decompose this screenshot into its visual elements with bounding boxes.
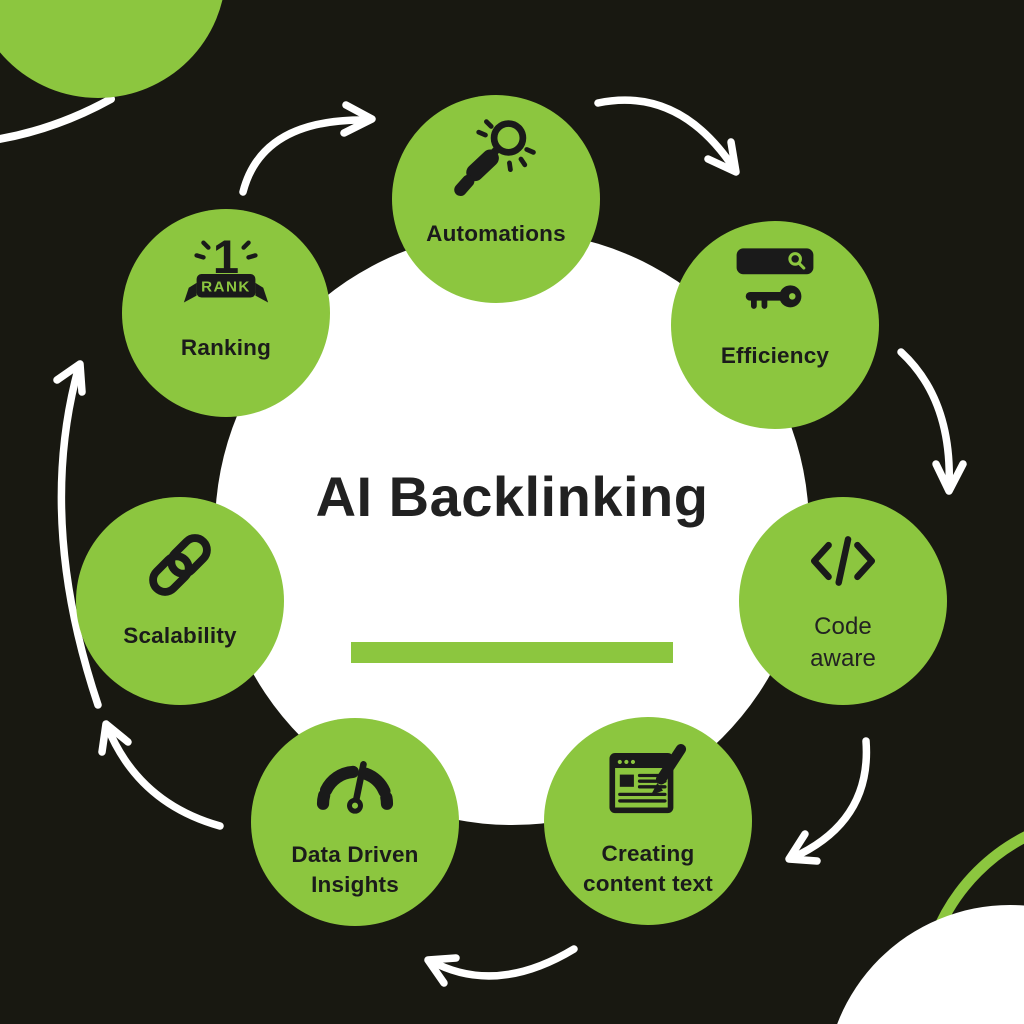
node-label: Automations — [426, 221, 566, 246]
corner-white-circle-decoration — [837, 905, 1024, 1024]
flow-arrow — [239, 101, 376, 196]
node-automations: Automations — [392, 95, 600, 303]
flow-arrow — [424, 945, 578, 987]
chain-link-icon — [149, 534, 211, 596]
flow-arrow — [897, 348, 967, 495]
flow-arrow — [594, 96, 740, 176]
node-creating-content-text: Creating content text — [544, 717, 752, 925]
node-label: Efficiency — [720, 343, 830, 368]
node-label: Creating content text — [583, 841, 713, 897]
search-hand-icon — [454, 119, 536, 197]
node-efficiency: Efficiency — [671, 221, 879, 429]
content-writing-icon — [609, 744, 687, 814]
node-data-driven-insights: Data Driven Insights — [251, 718, 459, 926]
flow-arrow — [785, 737, 871, 865]
node-code-aware: Code aware — [739, 497, 947, 705]
flow-arrow — [98, 720, 224, 830]
diagram-title: AI Backlinking — [315, 465, 709, 528]
rank-first-icon: 1 RANK — [183, 230, 269, 303]
node-ranking: 1 RANK Ranking — [122, 209, 330, 417]
title-underline-bar — [351, 642, 673, 663]
node-label: Ranking — [180, 335, 272, 360]
keyword-search-icon — [736, 248, 814, 309]
node-label: Code aware — [810, 613, 876, 673]
node-label: Data Driven Insights — [291, 842, 419, 898]
flow-arrow — [53, 360, 102, 709]
speedometer-icon — [316, 761, 394, 814]
corner-arc-decoration — [0, 95, 115, 143]
svg-text:RANK: RANK — [201, 279, 251, 296]
code-icon — [810, 536, 876, 586]
node-label: Scalability — [123, 623, 237, 648]
node-scalability: Scalability — [76, 497, 284, 705]
